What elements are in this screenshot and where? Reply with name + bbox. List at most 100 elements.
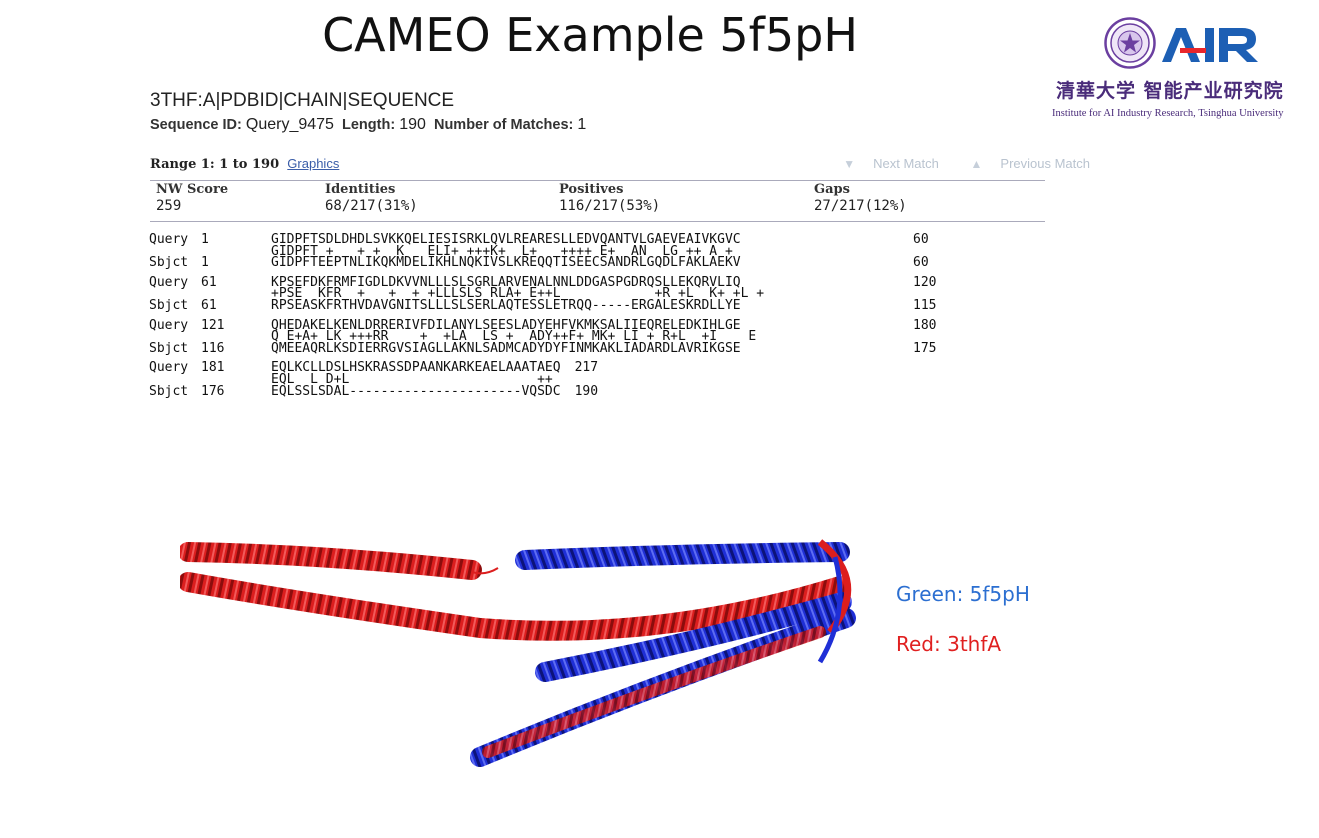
row-end: 175 [913,340,937,356]
row-label: Query [149,274,189,290]
institute-chinese-name: 清華大学 智能产业研究院 [1056,80,1284,102]
stat-value: 116/217(53%) [559,198,661,214]
alignment-block: Query 1 GIDPFTSDLDHDLSVKKQELIESISRKLQVLREA… [149,232,963,271]
alignment-block: Query 61 KPSEFDKFRMFIGDLDKVVNLLLSLSGRLARVE… [149,274,963,313]
institute-logo: 清華大学 智能产业研究院 Institute for AI Industry R… [1052,14,1318,124]
query-sequence: QHEDAKELKENLDRRERIVFDILANYLSEESLADYEHFVK… [271,317,741,333]
row-start: 176 [201,383,225,399]
sequence-id-value: Query_9475 [245,116,334,133]
match-string: Q E+A+ LK +++RR + +LA LS + ADY++F+ MK+ L… [271,329,757,345]
legend-green-label: Green: 5f5pH [896,582,1030,606]
stat-positives: Positives 116/217(53%) [559,181,660,214]
red-helix-upper [180,542,482,580]
length-value: 190 [399,116,426,133]
stat-value: 68/217(31%) [325,198,418,214]
row-label: Sbjct [149,340,189,356]
query-sequence: KPSEFDKFRMFIGDLDKVVNLLLSLSGRLARVENALNNLD… [271,274,741,290]
length-label: Length: [342,117,396,133]
match-string: GIDPFT + + + K ELI+ +++K+ L+ ++++ E+ AN … [271,243,733,259]
previous-match-button[interactable]: ▲ Previous Match [957,156,1090,171]
stat-header: NW Score [156,182,229,197]
row-end: 190 [574,383,599,399]
red-helix-long [482,626,826,758]
alignment-block: Query 181 EQLKCLLDSLHSKRASSDPAANKARKEAELAA… [149,360,963,399]
next-match-label: Next Match [873,156,939,171]
red-helix-lower [180,572,850,641]
query-line: Query 181 EQLKCLLDSLHSKRASSDPAANKARKEAELAA… [149,360,963,376]
sbjct-sequence: GIDPFTEEPTNLIKQKMDELIKHLNQKIVSLKREQQTISE… [271,255,741,271]
row-label: Query [149,232,189,247]
match-line: Q E+A+ LK +++RR + +LA LS + ADY++F+ MK+ L… [149,329,963,345]
sequence-meta: Sequence ID: Query_9475 Length: 190 Numb… [150,116,586,134]
sequence-alignment: Query 1 GIDPFTSDLDHDLSVKKQELIESISRKLQVLREA… [149,232,963,405]
match-line: EQL L D+L ++ [149,371,963,387]
sbjct-line: Sbjct 61 RPSEASKFRTHVDAVGNITSLLLSLSERLAQTE… [149,297,963,313]
matches-value: 1 [577,116,587,133]
stat-header: Gaps [814,182,850,197]
row-label: Sbjct [149,255,189,271]
range-row: Range 1: 1 to 190 Graphics ▼ Next Match ▲… [150,156,1090,174]
row-start: 61 [201,297,217,313]
query-sequence: EQLKCLLDSLHSKRASSDPAANKARKEAELAAATAEQ [271,360,561,376]
sequence-header: 3THF:A|PDBID|CHAIN|SEQUENCE [150,90,455,111]
match-line: GIDPFT + + + K ELI+ +++K+ L+ ++++ E+ AN … [149,243,963,259]
alignment-block: Query 121 QHEDAKELKENLDRRERIVFDILANYLSEESL… [149,317,963,356]
row-start: 1 [201,255,209,271]
row-label: Query [149,360,189,376]
row-end: 115 [913,297,937,313]
row-end: 120 [913,274,937,290]
query-line: Query 61 KPSEFDKFRMFIGDLDKVVNLLLSLSGRLARVE… [149,274,963,290]
sbjct-sequence: EQLSSLSDAL----------------------VQSDC [271,383,561,399]
stat-value: 259 [156,198,182,214]
row-label: Query [149,317,189,333]
slide-title: CAMEO Example 5f5pH [322,8,858,62]
match-string: EQL L D+L ++ [271,371,553,387]
match-navigation: ▼ Next Match ▲ Previous Match [815,156,1090,171]
query-line: Query 1 GIDPFTSDLDHDLSVKKQELIESISRKLQVLREA… [149,232,963,247]
stat-identities: Identities 68/217(31%) [325,181,418,214]
sbjct-sequence: RPSEASKFRTHVDAVGNITSLLLSLSERLAQTESSLETRQ… [271,297,741,313]
stat-gaps: Gaps 27/217(12%) [814,181,907,214]
match-string: +PSE KFR + + + +LLLSLS RLA+ E++L +R +L K… [271,286,765,302]
matches-label: Number of Matches: [433,117,574,133]
triangle-down-icon: ▼ [843,157,856,171]
row-end: 60 [913,255,929,271]
row-end: 217 [574,360,599,376]
row-end: 180 [913,317,937,333]
stat-nw-score: NW Score 259 [156,181,228,214]
sequence-id-label: Sequence ID: [150,117,242,133]
sbjct-line: Sbjct 176 EQLSSLSDAL----------------------… [149,383,963,399]
institute-english-name: Institute for AI Industry Research, Tsin… [1052,108,1284,119]
air-logo-icon [1162,28,1258,62]
row-start: 116 [201,340,225,356]
triangle-up-icon: ▲ [970,157,983,171]
row-end: 60 [913,232,929,247]
row-start: 1 [201,232,209,247]
row-label: Sbjct [149,383,189,399]
row-start: 121 [201,317,225,333]
tsinghua-seal-icon [1104,17,1156,69]
stat-header: Identities [325,182,396,197]
next-match-button[interactable]: ▼ Next Match [829,156,939,171]
legend-red-label: Red: 3thfA [896,632,1002,656]
alignment-stats: NW Score 259 Identities 68/217(31%) Posi… [150,180,1045,222]
graphics-link[interactable]: Graphics [287,156,340,171]
blue-helix-loop [817,556,843,664]
stat-header: Positives [559,182,624,197]
blue-helix-middle [535,592,852,682]
sbjct-line: Sbjct 116 QMEEAQRLKSDIERRGVSIAGLLAKNLSADMC… [149,340,963,356]
sbjct-line: Sbjct 1 GIDPFTEEPTNLIKQKMDELIKHLNQKIVSLKRE… [149,255,963,271]
row-start: 61 [201,274,217,290]
range-label: Range 1: 1 to 190 [150,157,280,172]
blue-helix-top [515,542,850,570]
red-helix-tail [471,567,499,575]
protein-structure-overlay [180,539,856,767]
query-line: Query 121 QHEDAKELKENLDRRERIVFDILANYLSEESL… [149,317,963,333]
row-start: 181 [201,360,225,376]
previous-match-label: Previous Match [1000,156,1090,171]
stat-value: 27/217(12%) [814,198,907,214]
query-sequence: GIDPFTSDLDHDLSVKKQELIESISRKLQVLREARESLLE… [271,232,741,247]
row-label: Sbjct [149,297,189,313]
match-line: +PSE KFR + + + +LLLSLS RLA+ E++L +R +L K… [149,286,963,302]
sbjct-sequence: QMEEAQRLKSDIERRGVSIAGLLAKNLSADMCADYDYFIN… [271,340,741,356]
